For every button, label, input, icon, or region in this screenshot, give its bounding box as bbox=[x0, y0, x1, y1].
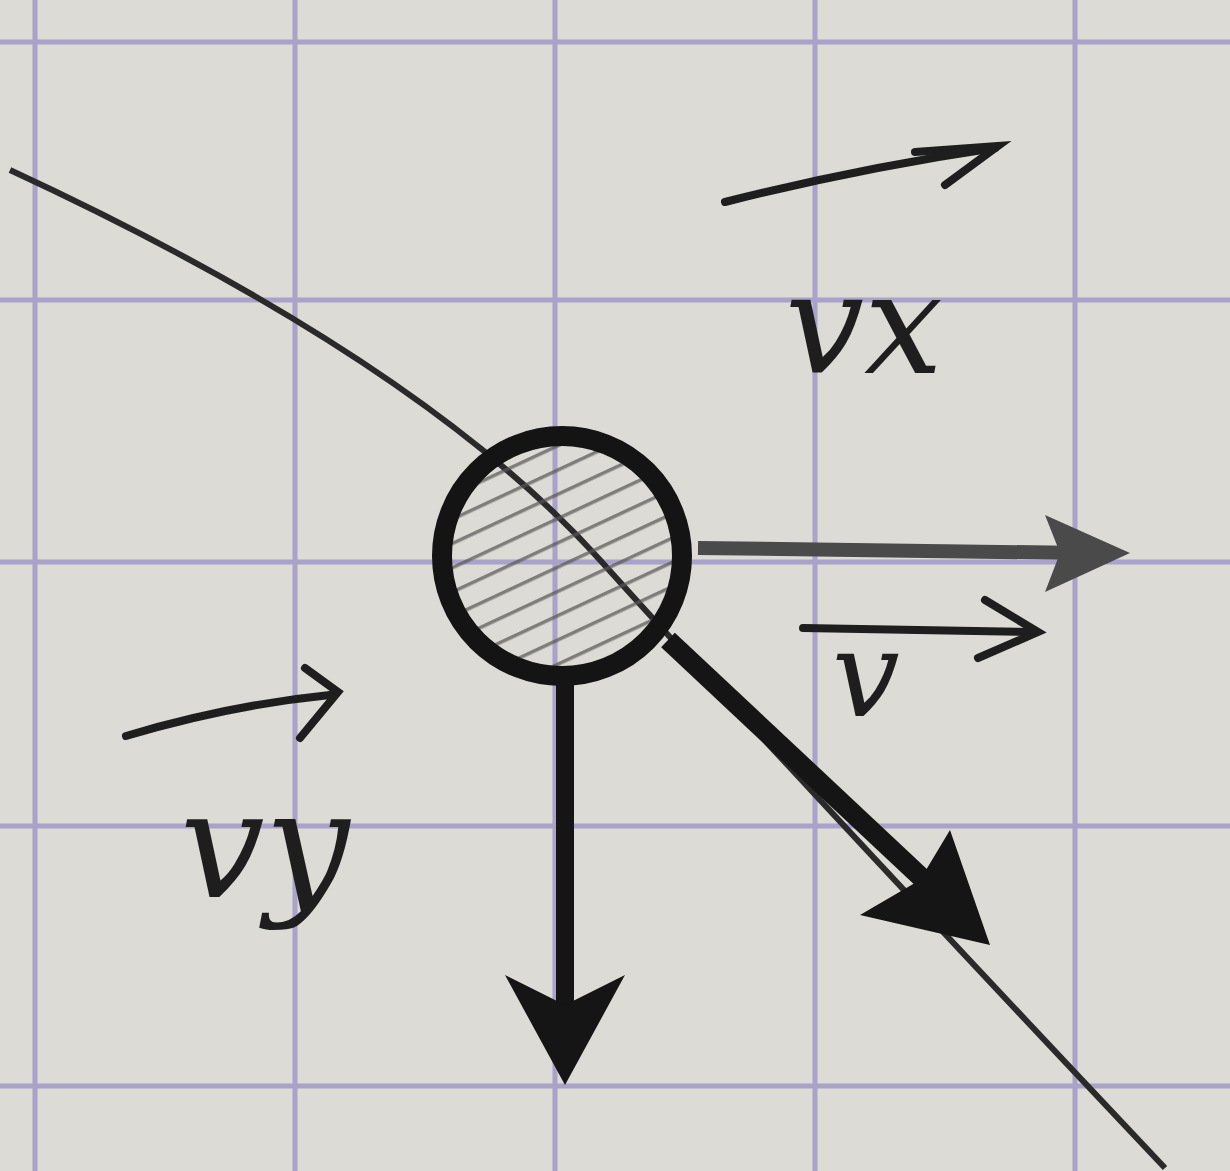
velocity-arrow bbox=[668, 640, 990, 945]
ball bbox=[442, 436, 682, 676]
velocity-x-arrow bbox=[698, 515, 1130, 592]
vector-overarrows bbox=[126, 146, 1038, 738]
trajectory bbox=[10, 170, 1165, 1168]
velocity-y-arrow bbox=[505, 680, 625, 1085]
vector-label: vx bbox=[785, 255, 943, 395]
vector-label: v bbox=[832, 615, 900, 735]
vector-label: vy bbox=[180, 770, 349, 920]
